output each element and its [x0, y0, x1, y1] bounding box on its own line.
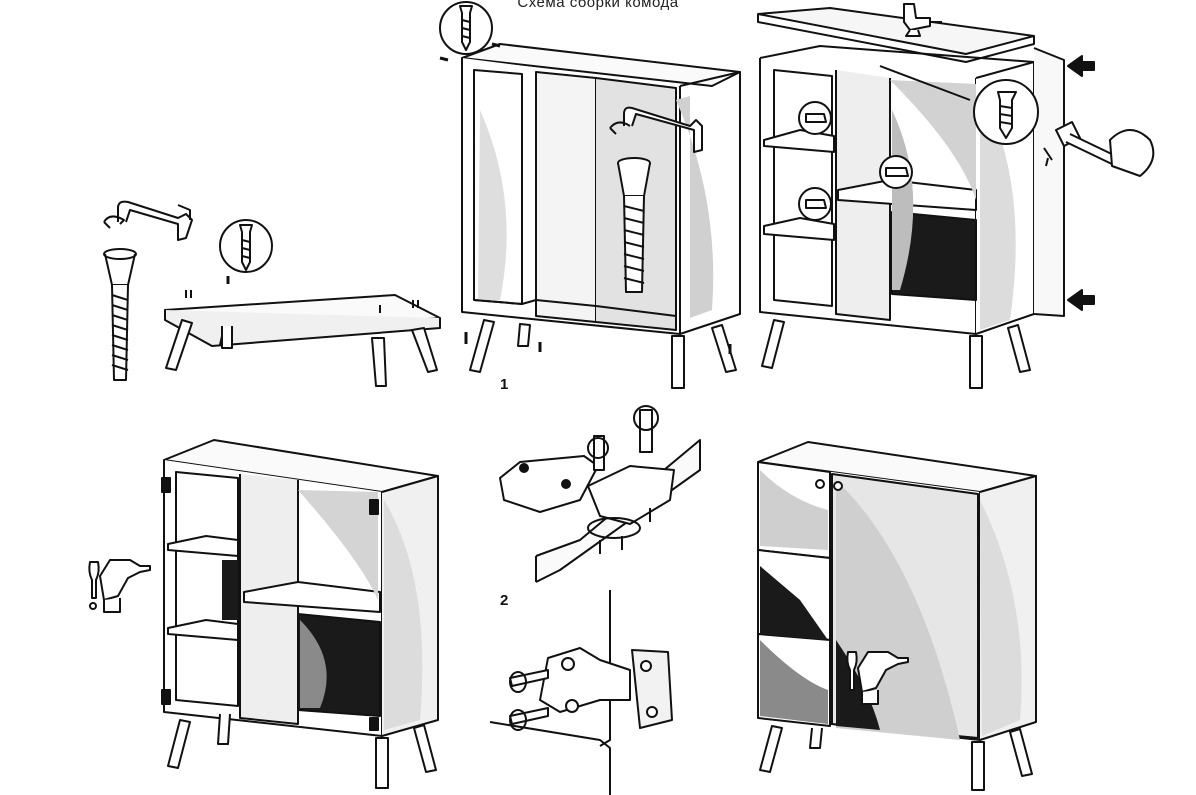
hinge-icon	[489, 590, 673, 795]
step-label-2: 2	[500, 592, 509, 609]
screw-icon	[439, 1, 493, 55]
cam-dowel-icon	[617, 157, 651, 293]
cam-dowel-icon	[103, 248, 137, 381]
screwdriver-icon	[846, 651, 909, 705]
hex-key-icon	[609, 106, 703, 153]
hammer-icon	[1043, 121, 1155, 177]
cabinet-closed	[757, 441, 1037, 791]
cam-dowel-icon	[798, 101, 913, 221]
screwdriver-icon	[88, 559, 151, 613]
arrow-left-icon	[1067, 55, 1095, 311]
carcass-frame	[439, 42, 741, 389]
screwdriver-icon	[903, 3, 942, 37]
cabinet-open	[161, 439, 439, 789]
screw-icon	[219, 219, 273, 284]
step-label-1: 1	[500, 376, 509, 393]
hex-key-icon	[103, 200, 193, 241]
screw-icon	[973, 79, 1039, 145]
base-plinth-assembly	[164, 290, 441, 387]
hinge-icon	[499, 405, 701, 583]
diagram-title: Схема сборки комода	[517, 0, 679, 11]
